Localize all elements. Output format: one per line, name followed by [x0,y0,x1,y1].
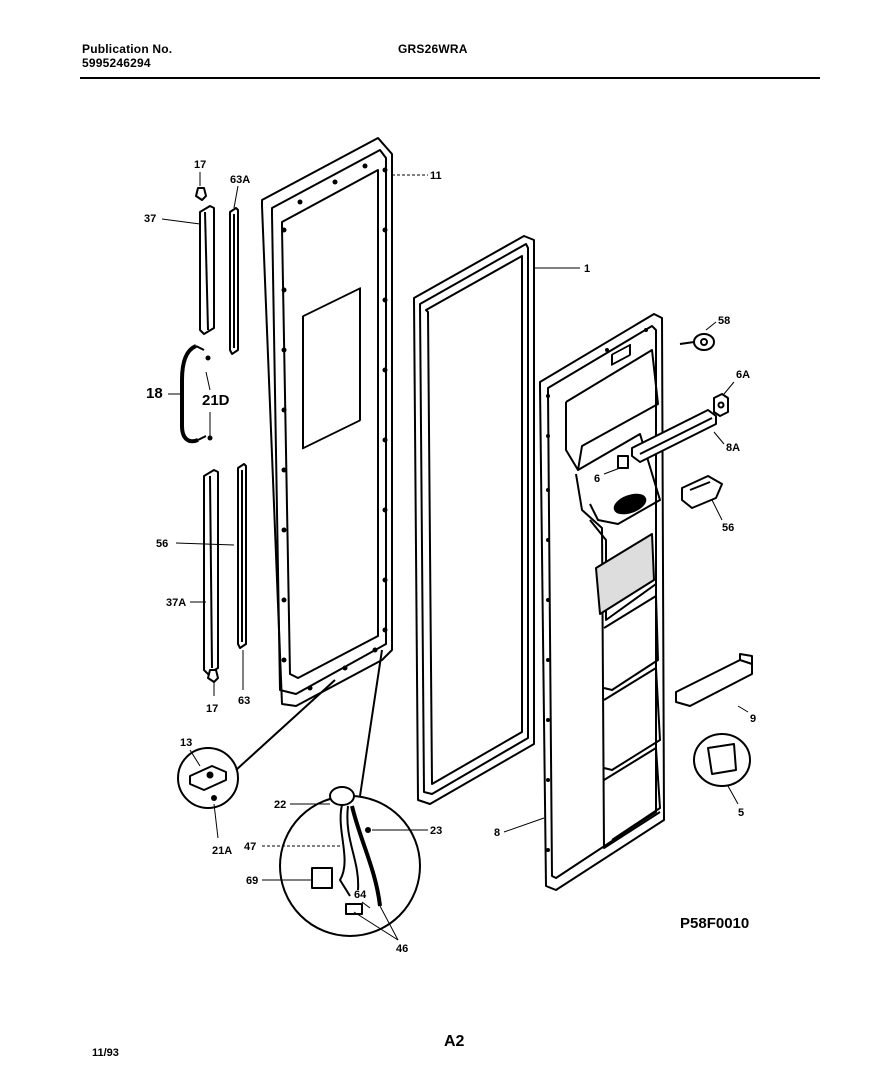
header-rule [80,77,820,79]
callout-13: 13 [180,737,192,749]
model-number: GRS26WRA [398,42,468,56]
callout-5: 5 [738,807,744,819]
callout-21D: 21D [202,392,230,409]
callout-17-top: 17 [194,159,206,171]
callout-11: 11 [430,170,442,182]
door-handle [180,344,207,444]
outer-door-holes [546,328,648,852]
callout-1: 1 [584,263,590,275]
callout-8: 8 [494,827,500,839]
callout-6A: 6A [736,369,750,381]
liner-frame-holes [281,163,388,691]
door-gasket [413,235,535,805]
spring-6 [617,455,629,469]
callout-37A: 37A [166,597,186,609]
callout-69: 69 [246,875,258,887]
diagram-code: P58F0010 [680,915,749,932]
callout-56-right: 56 [722,522,734,534]
callout-47: 47 [244,841,256,853]
screw-23 [365,827,371,833]
callout-56-left: 56 [156,538,168,550]
actuator-arm-56 [681,475,723,509]
callout-58-top: 58 [718,315,730,327]
callout-63: 63 [238,695,250,707]
callout-64: 64 [354,889,367,901]
page-number: A2 [444,1033,465,1050]
callout-17-bottom: 17 [206,703,218,715]
callout-23: 23 [430,825,442,837]
handle-screws [205,355,213,441]
handle-trim-strip-37 [199,205,215,335]
screw-21A [211,795,217,801]
pad-5 [693,733,751,787]
bracket-9 [675,653,753,707]
actuator-bar-8A [631,409,717,463]
publication-label: Publication No. [82,42,173,56]
wiring-detail-circle [279,649,421,937]
footer-date: 11/93 [92,1047,119,1059]
callout-9-right: 9 [750,713,756,725]
outer-door-panel [539,313,665,891]
end-cap-bottom [207,669,219,683]
handle-trim-strip-63 [237,463,247,649]
end-cap-top [195,187,207,201]
callout-18: 18 [146,385,163,402]
door-liner-frame [261,137,393,707]
callout-6: 6 [594,473,600,485]
callout-22: 22 [274,799,286,811]
callout-63A: 63A [230,174,250,186]
bracket-6A [713,393,729,417]
callout-46: 46 [396,943,408,955]
callout-labels: 17 63A 11 37 1 58 18 21D 6A 8A 6 56 56 3… [144,159,756,955]
publication-number: 5995246294 [82,56,151,70]
handle-trim-strip-63A [229,207,239,355]
hinge-detail-circle [177,679,336,809]
leader-lines [161,172,749,941]
screw-58 [679,333,715,351]
callout-8A: 8A [726,442,740,454]
handle-trim-strip-37A [203,469,219,675]
callout-37: 37 [144,213,156,225]
callout-21A: 21A [212,845,232,857]
